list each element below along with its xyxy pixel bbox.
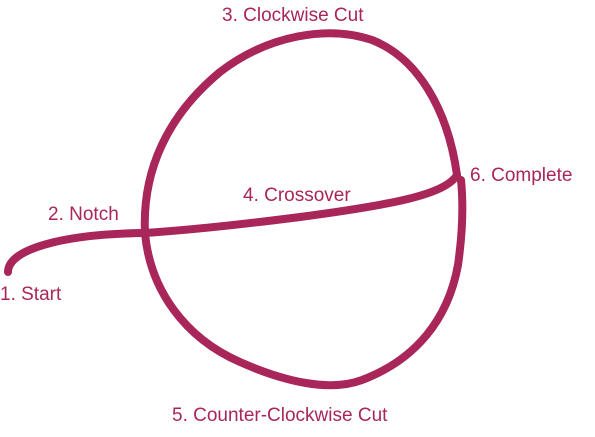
label-crossover: 4. Crossover bbox=[243, 185, 351, 206]
label-clockwise-cut: 3. Clockwise Cut bbox=[222, 5, 364, 26]
clockwise-cut-path bbox=[140, 29, 461, 237]
counter-clockwise-cut-path bbox=[141, 176, 467, 390]
label-notch: 2. Notch bbox=[48, 204, 119, 225]
label-start: 1. Start bbox=[0, 284, 62, 305]
lead-in-path bbox=[4, 229, 149, 276]
label-counter-clockwise-cut: 5. Counter-Clockwise Cut bbox=[172, 405, 388, 426]
crossover-path bbox=[141, 171, 461, 237]
label-complete: 6. Complete bbox=[470, 165, 572, 186]
